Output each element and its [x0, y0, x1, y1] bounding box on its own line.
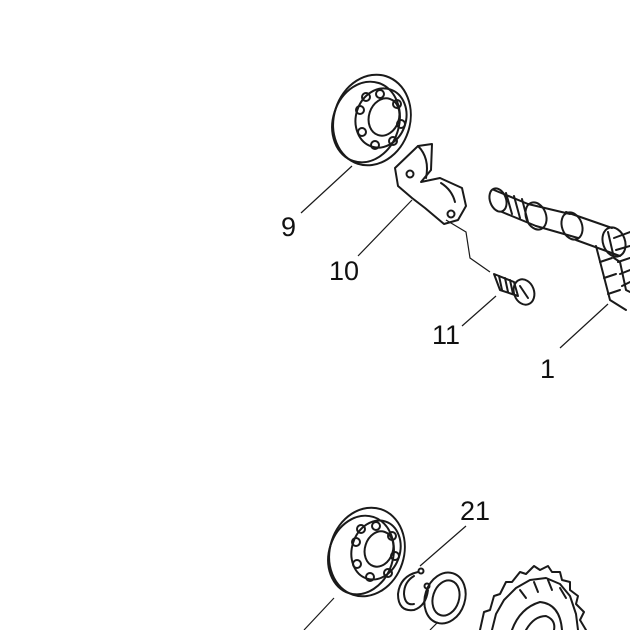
callout-9: 9: [281, 212, 296, 242]
callout-10: 10: [329, 256, 359, 286]
leader-11: [461, 295, 497, 327]
part-1-shaft: [488, 187, 630, 311]
leader-21: [419, 525, 467, 567]
callout-11: 11: [432, 320, 460, 350]
leader-washer: [429, 621, 439, 630]
leader-9: [300, 165, 353, 214]
leader-lower-bearing: [303, 597, 335, 630]
lower-gear: [479, 565, 587, 630]
leader-10-screw: [445, 219, 491, 273]
lower-bearing: [327, 506, 406, 598]
leader-1: [559, 303, 609, 349]
part-9-bearing: [331, 73, 412, 167]
leader-10: [357, 199, 413, 257]
part-10-retainer-plate: [394, 143, 467, 225]
callout-1: 1: [540, 354, 555, 384]
part-11-screw: [493, 273, 536, 306]
callout-21: 21: [460, 496, 490, 526]
